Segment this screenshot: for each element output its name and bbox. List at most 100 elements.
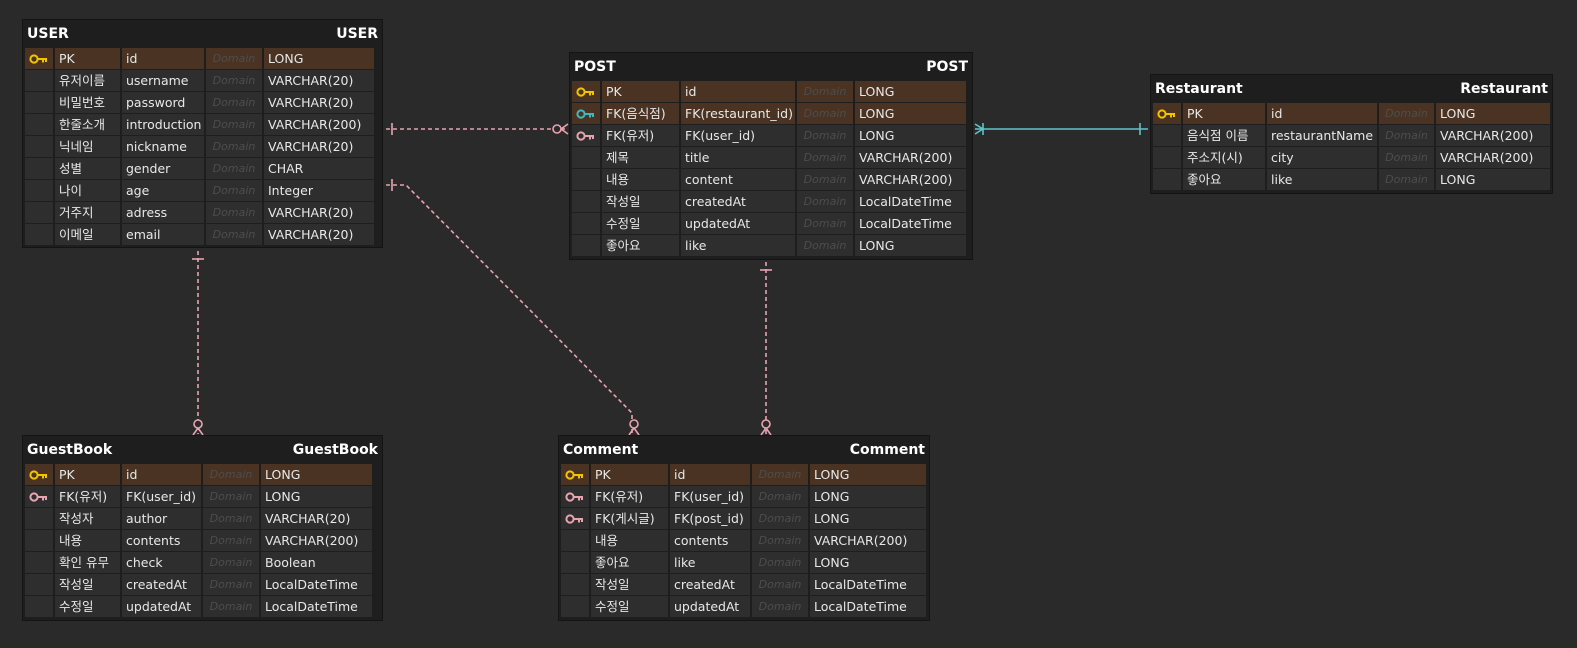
- column-domain: Domain: [203, 508, 259, 529]
- relation-restaurant-post[interactable]: [974, 123, 1148, 135]
- relation-user-guestbook[interactable]: [192, 251, 204, 436]
- column-domain: Domain: [203, 552, 259, 573]
- key-cell-empty: [25, 92, 53, 113]
- column-physical-name: FK(user_id): [122, 486, 201, 507]
- column-physical-name: id: [122, 48, 204, 69]
- column-physical-name: like: [681, 235, 795, 256]
- column-domain: Domain: [206, 114, 262, 135]
- column-logical-name: 이메일: [55, 224, 120, 245]
- pk-key-icon: [25, 464, 53, 485]
- column-domain: Domain: [797, 235, 853, 256]
- column-physical-name: id: [681, 81, 795, 102]
- column-domain: Domain: [752, 574, 808, 595]
- column-domain: Domain: [206, 158, 262, 179]
- column-physical-name: like: [1267, 169, 1377, 190]
- key-cell-empty: [25, 202, 53, 223]
- relation-user-post[interactable]: [386, 123, 569, 135]
- column-domain: Domain: [203, 530, 259, 551]
- column-type: LocalDateTime: [261, 596, 372, 617]
- column-physical-name: FK(restaurant_id): [681, 103, 795, 124]
- key-cell-empty: [1153, 147, 1181, 168]
- column-logical-name: 음식점 이름: [1183, 125, 1265, 146]
- fk-key-icon: [561, 508, 589, 529]
- column-type: LONG: [855, 103, 966, 124]
- column-logical-name: PK: [1183, 103, 1265, 124]
- fk-teal-key-icon: [572, 103, 600, 124]
- key-cell-empty: [572, 235, 600, 256]
- column-logical-name: 내용: [55, 530, 120, 551]
- column-domain: Domain: [203, 574, 259, 595]
- column-type: VARCHAR(20): [264, 202, 374, 223]
- key-cell-empty: [1153, 169, 1181, 190]
- column-logical-name: 수정일: [602, 213, 679, 234]
- column-type: LocalDateTime: [855, 191, 966, 212]
- column-logical-name: 좋아요: [602, 235, 679, 256]
- column-domain: Domain: [206, 136, 262, 157]
- key-cell-empty: [572, 213, 600, 234]
- column-type: LocalDateTime: [810, 574, 926, 595]
- key-cell-empty: [25, 508, 53, 529]
- fk-key-icon: [25, 486, 53, 507]
- column-domain: Domain: [203, 596, 259, 617]
- column-physical-name: contents: [122, 530, 201, 551]
- column-logical-name: FK(유저): [602, 125, 679, 146]
- fk-key-icon: [572, 125, 600, 146]
- column-logical-name: 나이: [55, 180, 120, 201]
- column-physical-name: contents: [670, 530, 750, 551]
- column-type: VARCHAR(200): [855, 169, 966, 190]
- column-physical-name: FK(user_id): [670, 486, 750, 507]
- key-cell-empty: [1153, 125, 1181, 146]
- column-type: LONG: [810, 552, 926, 573]
- relation-post-comment[interactable]: [760, 262, 772, 436]
- pk-key-icon: [1153, 103, 1181, 124]
- column-domain: Domain: [797, 169, 853, 190]
- column-logical-name: PK: [591, 464, 668, 485]
- column-domain: Domain: [206, 202, 262, 223]
